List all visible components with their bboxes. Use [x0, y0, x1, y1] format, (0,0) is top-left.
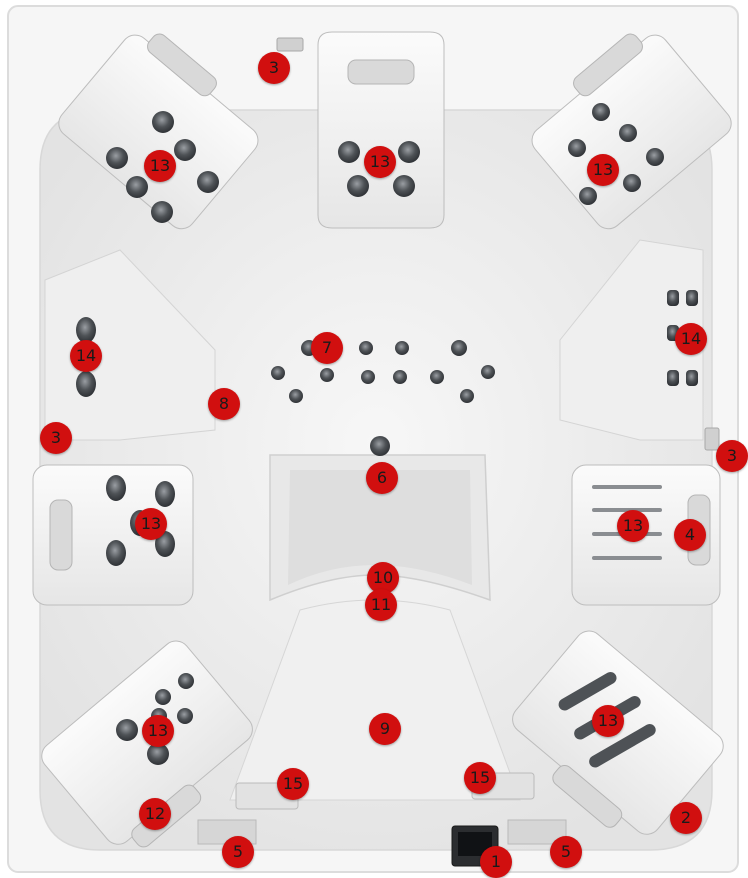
- callout-15-left: 15: [277, 768, 309, 800]
- callout-13-left: 13: [135, 508, 167, 540]
- callout-9: 9: [369, 713, 401, 745]
- callout-13-right: 13: [617, 510, 649, 542]
- top-control-pad: [277, 38, 303, 51]
- seat-top-center: [318, 32, 444, 228]
- callout-7: 7: [311, 332, 343, 364]
- callout-13-top-left: 13: [144, 150, 176, 182]
- callout-2: 2: [670, 802, 702, 834]
- callout-3-left: 3: [40, 422, 72, 454]
- center-jet: [370, 436, 390, 456]
- callout-8: 8: [208, 388, 240, 420]
- callout-13-bottom-left: 13: [142, 715, 174, 747]
- callout-14-right: 14: [675, 323, 707, 355]
- callout-12: 12: [139, 798, 171, 830]
- callout-5-right: 5: [550, 836, 582, 868]
- callout-6: 6: [366, 462, 398, 494]
- callout-3-right: 3: [716, 440, 748, 472]
- callout-15-right: 15: [464, 762, 496, 794]
- callout-14-left: 14: [70, 340, 102, 372]
- callout-13-top-right: 13: [587, 154, 619, 186]
- callout-5-left: 5: [222, 836, 254, 868]
- callout-13-top-center: 13: [364, 146, 396, 178]
- callout-4: 4: [674, 519, 706, 551]
- callout-3-top: 3: [258, 52, 290, 84]
- right-control-pad: [705, 428, 719, 450]
- callout-13-bottom-right: 13: [592, 705, 624, 737]
- callout-11: 11: [365, 589, 397, 621]
- callout-1: 1: [480, 846, 512, 878]
